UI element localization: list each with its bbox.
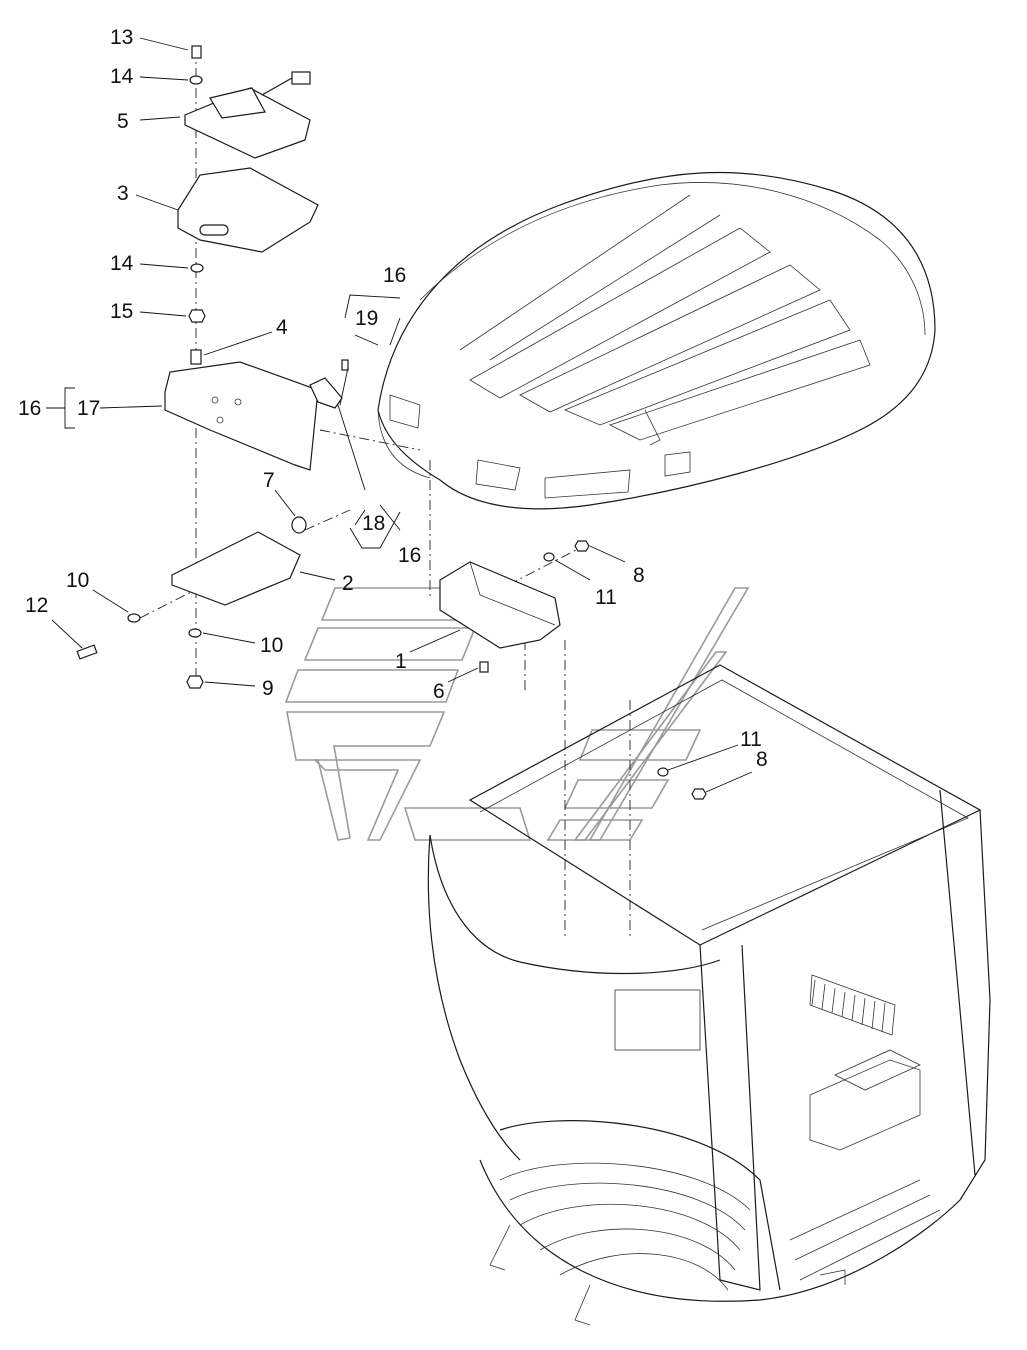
part-14-washer-top (189, 75, 203, 85)
callout-8-top: 8 (633, 564, 645, 587)
part-9-nut (186, 675, 204, 689)
callout-16-top: 16 (383, 264, 406, 287)
callout-6: 6 (433, 680, 445, 703)
callout-2: 2 (342, 572, 354, 595)
part-13-screw (191, 45, 202, 59)
callout-18: 18 (362, 512, 385, 535)
callout-labels: 13 14 5 3 14 15 16 19 4 16 17 7 18 16 8 … (18, 26, 768, 771)
part-3-plate (177, 167, 319, 253)
part-1-mount (439, 561, 561, 649)
cab-frame (427, 664, 991, 1326)
callout-16-bottom: 16 (398, 544, 421, 567)
callout-8-bottom: 8 (756, 748, 768, 771)
callout-14-lower: 14 (110, 252, 134, 275)
part-12-bolt (76, 644, 98, 660)
part-2-bracket (171, 531, 301, 606)
callout-19: 19 (355, 307, 378, 330)
callout-5: 5 (117, 110, 129, 133)
part-18-switch (309, 377, 343, 409)
callout-13: 13 (110, 26, 133, 49)
part-10-washer-b (188, 628, 202, 638)
part-7-spacer (291, 516, 307, 534)
callout-15: 15 (110, 300, 133, 323)
leader-lines (46, 37, 753, 793)
part-11-washer-a (543, 552, 555, 562)
part-8-nut-b (691, 788, 707, 800)
callout-11-top: 11 (595, 586, 617, 609)
callout-16-left: 16 (18, 397, 41, 420)
callout-3: 3 (117, 182, 129, 205)
callout-14-top: 14 (110, 65, 134, 88)
callout-7: 7 (263, 469, 275, 492)
callout-17: 17 (77, 397, 100, 420)
callout-10-left: 10 (66, 569, 89, 592)
callout-1: 1 (395, 650, 407, 673)
vent-grille (809, 974, 896, 1036)
part-17-bracket-plate (164, 361, 319, 471)
callout-11-bottom: 11 (740, 728, 762, 751)
part-6-screw (479, 661, 489, 673)
callout-12: 12 (25, 594, 48, 617)
part-10-washer-a (127, 613, 141, 623)
part-19-screw (341, 359, 349, 371)
part-14-washer-lower (190, 263, 204, 273)
part-15-nut (188, 309, 206, 323)
callout-4: 4 (276, 316, 288, 339)
callout-9: 9 (262, 677, 274, 700)
roof-panel (377, 171, 936, 510)
part-11-washer-b (657, 767, 669, 777)
part-5-module (184, 71, 311, 159)
part-4-bolt (190, 349, 202, 365)
callout-10-right: 10 (260, 634, 283, 657)
part-8-nut-a (574, 540, 590, 552)
